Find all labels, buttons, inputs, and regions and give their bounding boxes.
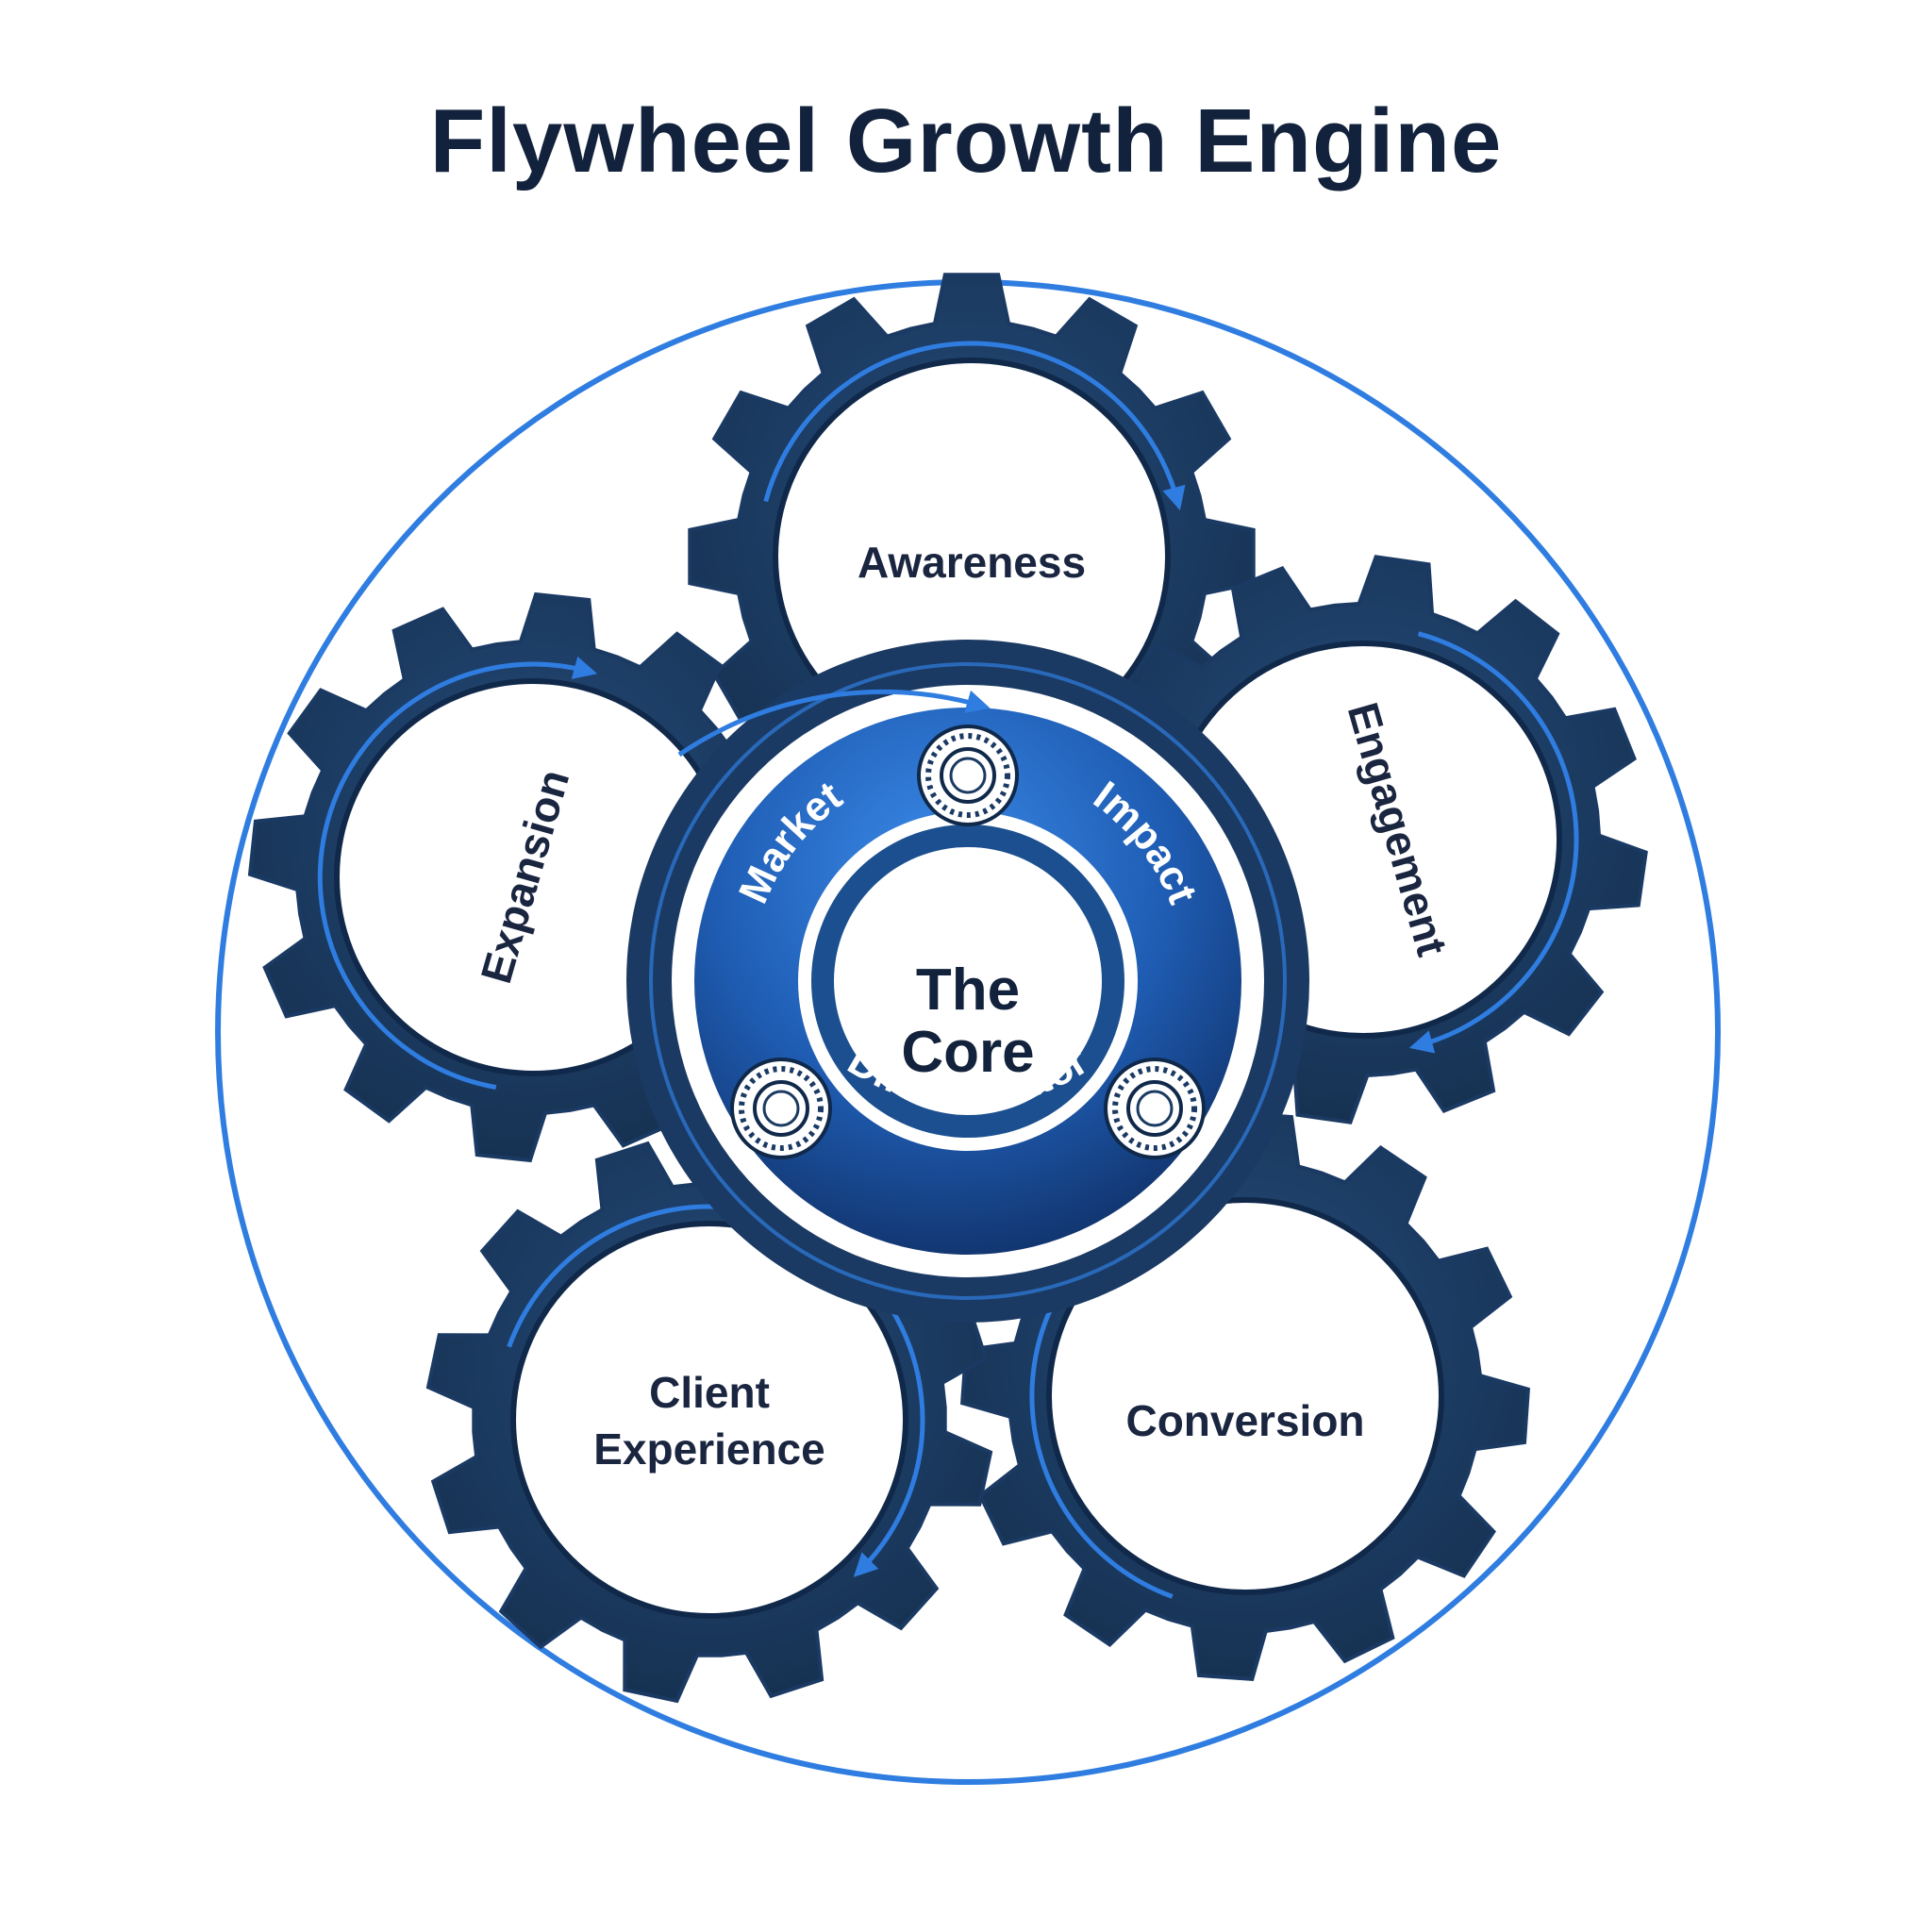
core-label-line2: Core [901,1020,1034,1085]
flow-arrow-expansion [317,656,598,1091]
page-title: Flywheel Growth Engine [429,91,1503,192]
core-label-line1: The [916,958,1020,1023]
flow-arrow-awareness [763,341,1186,511]
gear-label-client-experience: Client [649,1368,770,1417]
bearing-icon [1104,1058,1206,1159]
bearing-icon [730,1058,832,1159]
gear-face-conversion [1046,1197,1444,1595]
gear-label-awareness: Awareness [858,538,1086,587]
gear-face-client-experience [510,1221,908,1619]
bearing-icon [917,724,1019,826]
hub-rim-ring [649,662,1287,1300]
core-hub: Market Impact Differentiator The Core [626,640,1309,1323]
gear-label-conversion: Conversion [1125,1396,1364,1445]
flow-arrow-engagement [1408,631,1579,1054]
gear-label-client-experience: Experience [593,1424,824,1474]
hub-core-disc [834,847,1102,1115]
bearing-layer [730,724,1206,1159]
hub-flow-arrow [677,689,991,758]
